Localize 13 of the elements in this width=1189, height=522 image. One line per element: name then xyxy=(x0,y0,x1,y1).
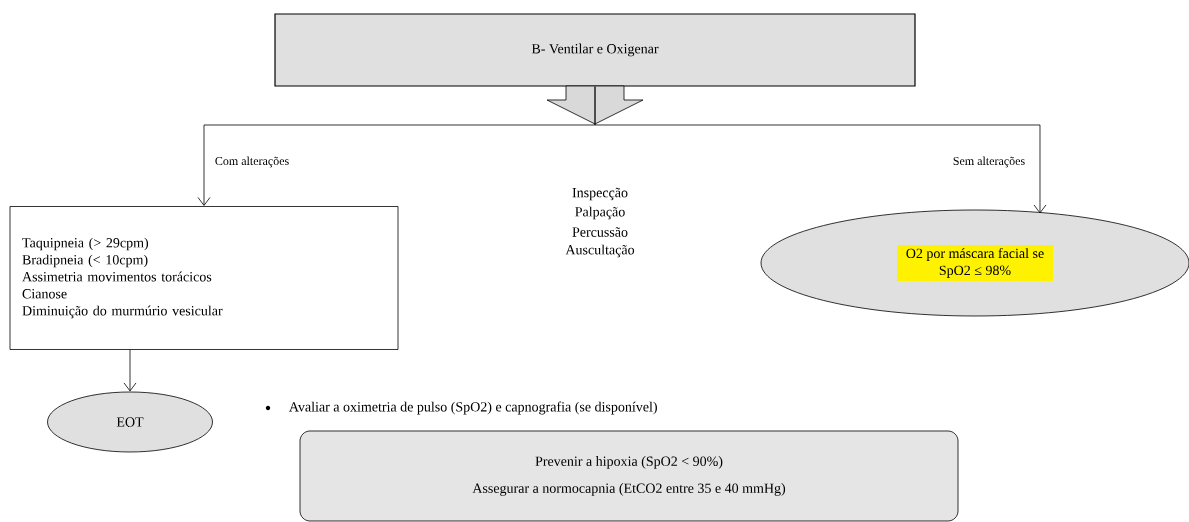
edge-label: Sem alterações xyxy=(953,156,1025,168)
bullet-item: Avaliar a oximetria de pulso (SpO2) e capnografia (se disponível) xyxy=(289,401,657,415)
arrow xyxy=(594,86,1047,214)
arrow xyxy=(123,349,137,392)
exam-step: Auscultação xyxy=(565,244,635,258)
exam-step: Percussão xyxy=(572,227,628,237)
block-arrow xyxy=(546,85,644,125)
criteria-box: Taquipneia (> 29cpm) Bradipneia (< 10cpm) Assimetria movimentos torácicos Cianose Diminuição do murmúrio vesicular xyxy=(9,206,399,350)
target-box: Prevenir a hipoxia (SpO2 < 90%) Assegurar a normocapnia (EtCO2 entre 35 e 40 mmHg) xyxy=(299,430,959,522)
exam-step: Palpação xyxy=(575,206,625,220)
edge-label: Com alterações xyxy=(215,156,289,168)
title-box: B- Ventilar e Oxigenar xyxy=(274,13,916,87)
exam-step: Inspecção xyxy=(572,187,628,201)
